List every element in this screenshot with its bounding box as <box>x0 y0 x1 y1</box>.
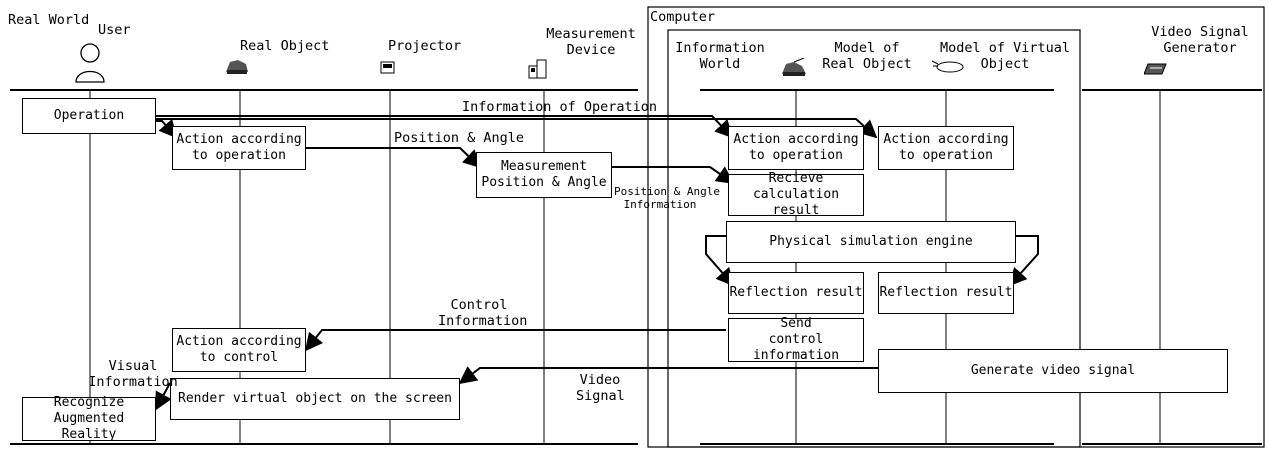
box-action-operation-model-virtual: Action according to operation <box>878 126 1014 170</box>
box-render: Render virtual object on the screen <box>170 378 460 420</box>
model-virtual-object-icon <box>930 58 966 74</box>
box-generate-video: Generate video signal <box>878 349 1228 393</box>
box-action-operation-real: Action according to operation <box>172 126 306 170</box>
video-signal-generator-icon <box>1144 62 1168 76</box>
measurement-device-icon <box>528 58 548 80</box>
model-real-object-icon <box>780 58 808 78</box>
actor-measurement-device: Measurement Device <box>546 26 636 58</box>
projector-icon <box>380 60 396 76</box>
box-operation: Operation <box>22 98 156 134</box>
box-measurement: Measurement Position & Angle <box>476 152 612 198</box>
label-position-angle: Position & Angle <box>394 130 525 146</box>
label-info-operation: Information of Operation <box>462 99 658 115</box>
message-arrows <box>155 115 1039 411</box>
actor-user: User <box>98 22 131 38</box>
real-world-label: Real World <box>8 12 90 28</box>
actor-projector: Projector <box>388 38 462 54</box>
real-object-icon <box>224 58 250 76</box>
computer-label: Computer <box>650 9 716 25</box>
label-visual-info: Visual Information <box>88 358 178 390</box>
actor-model-virtual-object: Model of Virtual Object <box>939 40 1071 72</box>
box-recognize: Recognize Augmented Reality <box>22 395 156 442</box>
label-control-info: Control Information <box>438 297 528 329</box>
box-physics-engine: Physical simulation engine <box>726 221 1016 263</box>
box-action-operation-model-real: Action according to operation <box>728 126 864 170</box>
label-position-angle-info: Position & Angle Information <box>614 185 720 211</box>
box-reflection-real: Reflection result <box>728 272 864 314</box>
information-world-region <box>667 29 1081 448</box>
actor-information-world: Information World <box>675 40 765 72</box>
user-icon <box>74 42 106 84</box>
actor-model-real-object: Model of Real Object <box>822 40 912 72</box>
box-receive-result: Recieve calculation result <box>728 171 864 218</box>
label-video-signal: Video Signal <box>576 372 625 404</box>
box-send-control: Send control information <box>728 316 864 363</box>
box-reflection-virtual: Reflection result <box>878 272 1014 314</box>
actor-real-object: Real Object <box>240 38 330 54</box>
box-action-control: Action according to control <box>172 328 306 372</box>
actor-video-signal-generator: Video Signal Generator <box>1151 24 1249 56</box>
